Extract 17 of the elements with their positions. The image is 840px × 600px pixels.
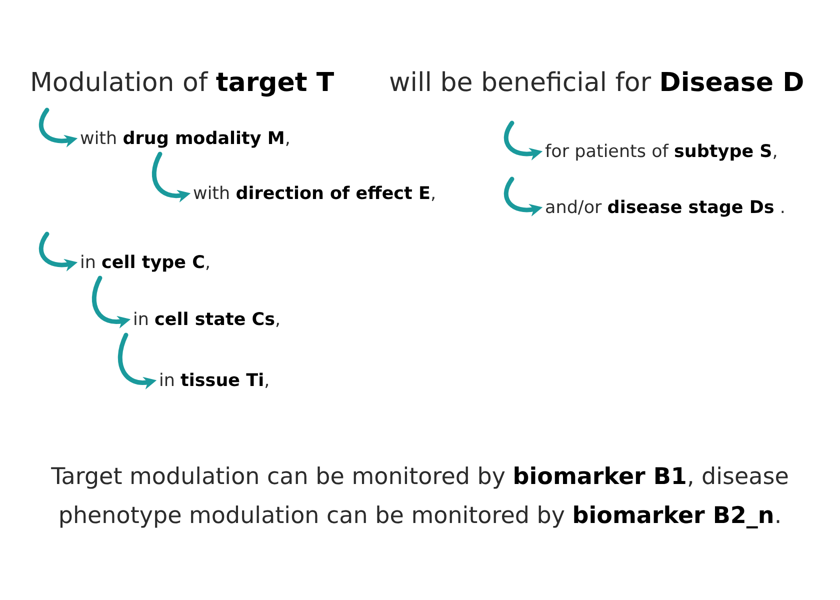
phrase-text: with drug modality M, (80, 129, 290, 149)
phrase-text: in cell state Cs, (133, 310, 281, 330)
curved-arrow (92, 276, 131, 328)
phrase-text: for patients of subtype S, (545, 142, 778, 162)
curved-arrow (504, 176, 543, 216)
note-paragraph: Target modulation can be monitored by biomarker B1, disease phenotype modulation can be monitored by biomarker B2_n. (50, 463, 790, 531)
heading-text: will be beneficial for Disease D (389, 68, 804, 98)
curved-arrow (118, 332, 157, 390)
curved-arrow (504, 120, 543, 160)
phrase-text: with direction of effect E, (193, 184, 436, 204)
curved-arrow (38, 108, 78, 148)
phrase-text: in tissue Ti, (159, 371, 270, 391)
phrase-text: in cell type C, (80, 253, 211, 273)
curved-arrow (38, 232, 78, 272)
curved-arrow (152, 152, 191, 202)
phrase-text: and/or disease stage Ds . (545, 198, 786, 218)
heading-text: Modulation of target T (30, 68, 334, 98)
